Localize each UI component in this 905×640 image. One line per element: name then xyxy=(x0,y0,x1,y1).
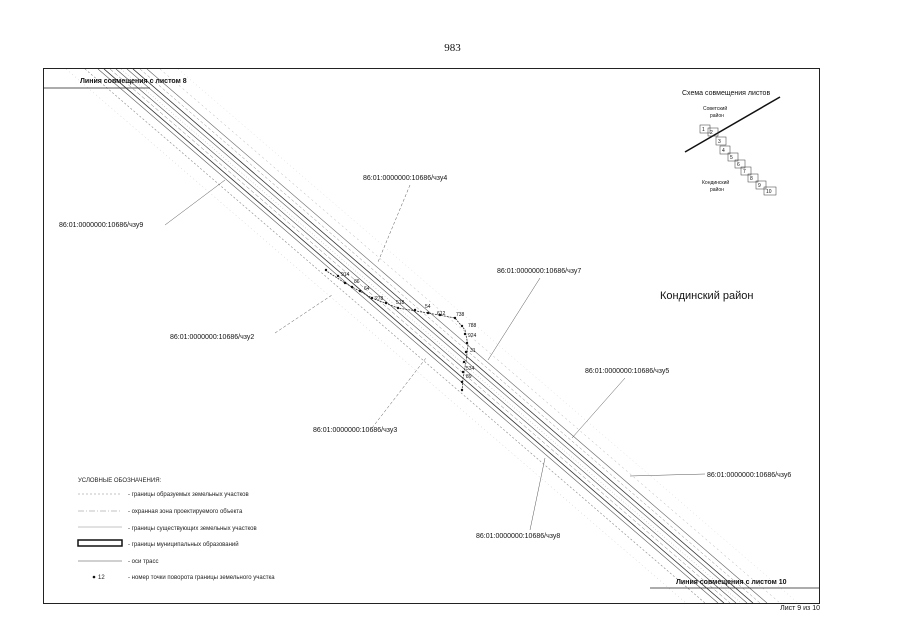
point-label: 914 xyxy=(341,272,350,278)
leader-lines xyxy=(164,179,706,531)
svg-text:1: 1 xyxy=(702,127,705,133)
legend: УСЛОВНЫЕ ОБОЗНАЧЕНИЯ: - границы образуем… xyxy=(77,478,275,581)
point-labels: 914 86 64 278 518 54 612 738 788 924 31 … xyxy=(341,272,477,380)
svg-text:8: 8 xyxy=(750,176,753,182)
inset-sheet-boxes xyxy=(699,124,777,196)
legend-item: - границы муниципальных образований xyxy=(128,541,239,548)
point-label: 31 xyxy=(470,348,476,354)
svg-text:6: 6 xyxy=(737,162,740,168)
svg-text:2: 2 xyxy=(710,130,713,136)
point-label: 534 xyxy=(466,366,475,372)
point-label: 738 xyxy=(456,312,465,318)
turning-points xyxy=(324,268,469,392)
corridor-lines xyxy=(65,69,799,603)
parcel-label-chzu7: 86:01:0000000:10686/чзу7 xyxy=(497,268,581,275)
legend-item: - оси трасс xyxy=(128,559,158,565)
svg-text:10: 10 xyxy=(766,189,772,195)
point-label: 86 xyxy=(354,279,360,285)
legend-item: - границы существующих земельных участко… xyxy=(128,526,257,532)
legend-symbol-municipal-boundary xyxy=(77,539,123,547)
point-label: 612 xyxy=(437,311,446,317)
inset-title: Схема совмещения листов xyxy=(682,90,770,97)
svg-text:4: 4 xyxy=(722,148,725,154)
parcel-label-chzu4: 86:01:0000000:10686/чзу4 xyxy=(363,175,447,182)
match-line-top-label: Линия совмещения с листом 8 xyxy=(80,78,187,85)
legend-item: - границы образуемых земельных участков xyxy=(128,492,249,498)
parcel-label-chzu3: 86:01:0000000:10686/чзу3 xyxy=(313,427,397,434)
inset-district-lower: Кондинский xyxy=(702,179,729,186)
svg-text:5: 5 xyxy=(730,155,733,161)
parcel-label-chzu6: 86:01:0000000:10686/чзу6 xyxy=(707,472,791,479)
point-label: 64 xyxy=(364,286,370,292)
point-label: 54 xyxy=(425,304,431,310)
point-label: 278 xyxy=(375,296,384,302)
parcel-label-chzu2: 86:01:0000000:10686/чзу2 xyxy=(170,334,254,341)
page-number: 983 xyxy=(444,42,461,54)
inset-district-upper: район xyxy=(710,112,724,119)
district-label: Кондинский район xyxy=(660,290,753,302)
inset-boundary-line xyxy=(684,96,781,153)
sheet-label: Лист 9 из 10 xyxy=(780,605,820,612)
parcel-label-chzu8: 86:01:0000000:10686/чзу8 xyxy=(476,533,560,540)
legend-item: - номер точки поворота границы земельног… xyxy=(128,575,275,581)
parcel-label-chzu5: 86:01:0000000:10686/чзу5 xyxy=(585,368,669,375)
sheet-scheme-inset: Схема совмещения листов Советский район … xyxy=(682,90,781,196)
inset-district-upper: Советский xyxy=(703,105,727,112)
legend-symbol-point xyxy=(92,575,96,579)
legend-item: - охранная зона проектируемого объекта xyxy=(128,509,243,515)
point-label: 89 xyxy=(466,374,472,380)
inset-district-lower: район xyxy=(710,186,724,193)
svg-text:3: 3 xyxy=(718,139,721,145)
match-line-bottom-label: Линия совмещения с листом 10 xyxy=(676,579,787,586)
point-label: 924 xyxy=(468,333,477,339)
legend-point-example: 12 xyxy=(98,575,105,581)
map-frame xyxy=(43,68,820,604)
svg-text:9: 9 xyxy=(758,183,761,189)
point-label: 518 xyxy=(396,300,405,306)
svg-text:7: 7 xyxy=(743,169,746,175)
point-label: 788 xyxy=(468,323,477,329)
parcel-label-chzu9: 86:01:0000000:10686/чзу9 xyxy=(59,222,143,229)
legend-title: УСЛОВНЫЕ ОБОЗНАЧЕНИЯ: xyxy=(78,478,162,484)
